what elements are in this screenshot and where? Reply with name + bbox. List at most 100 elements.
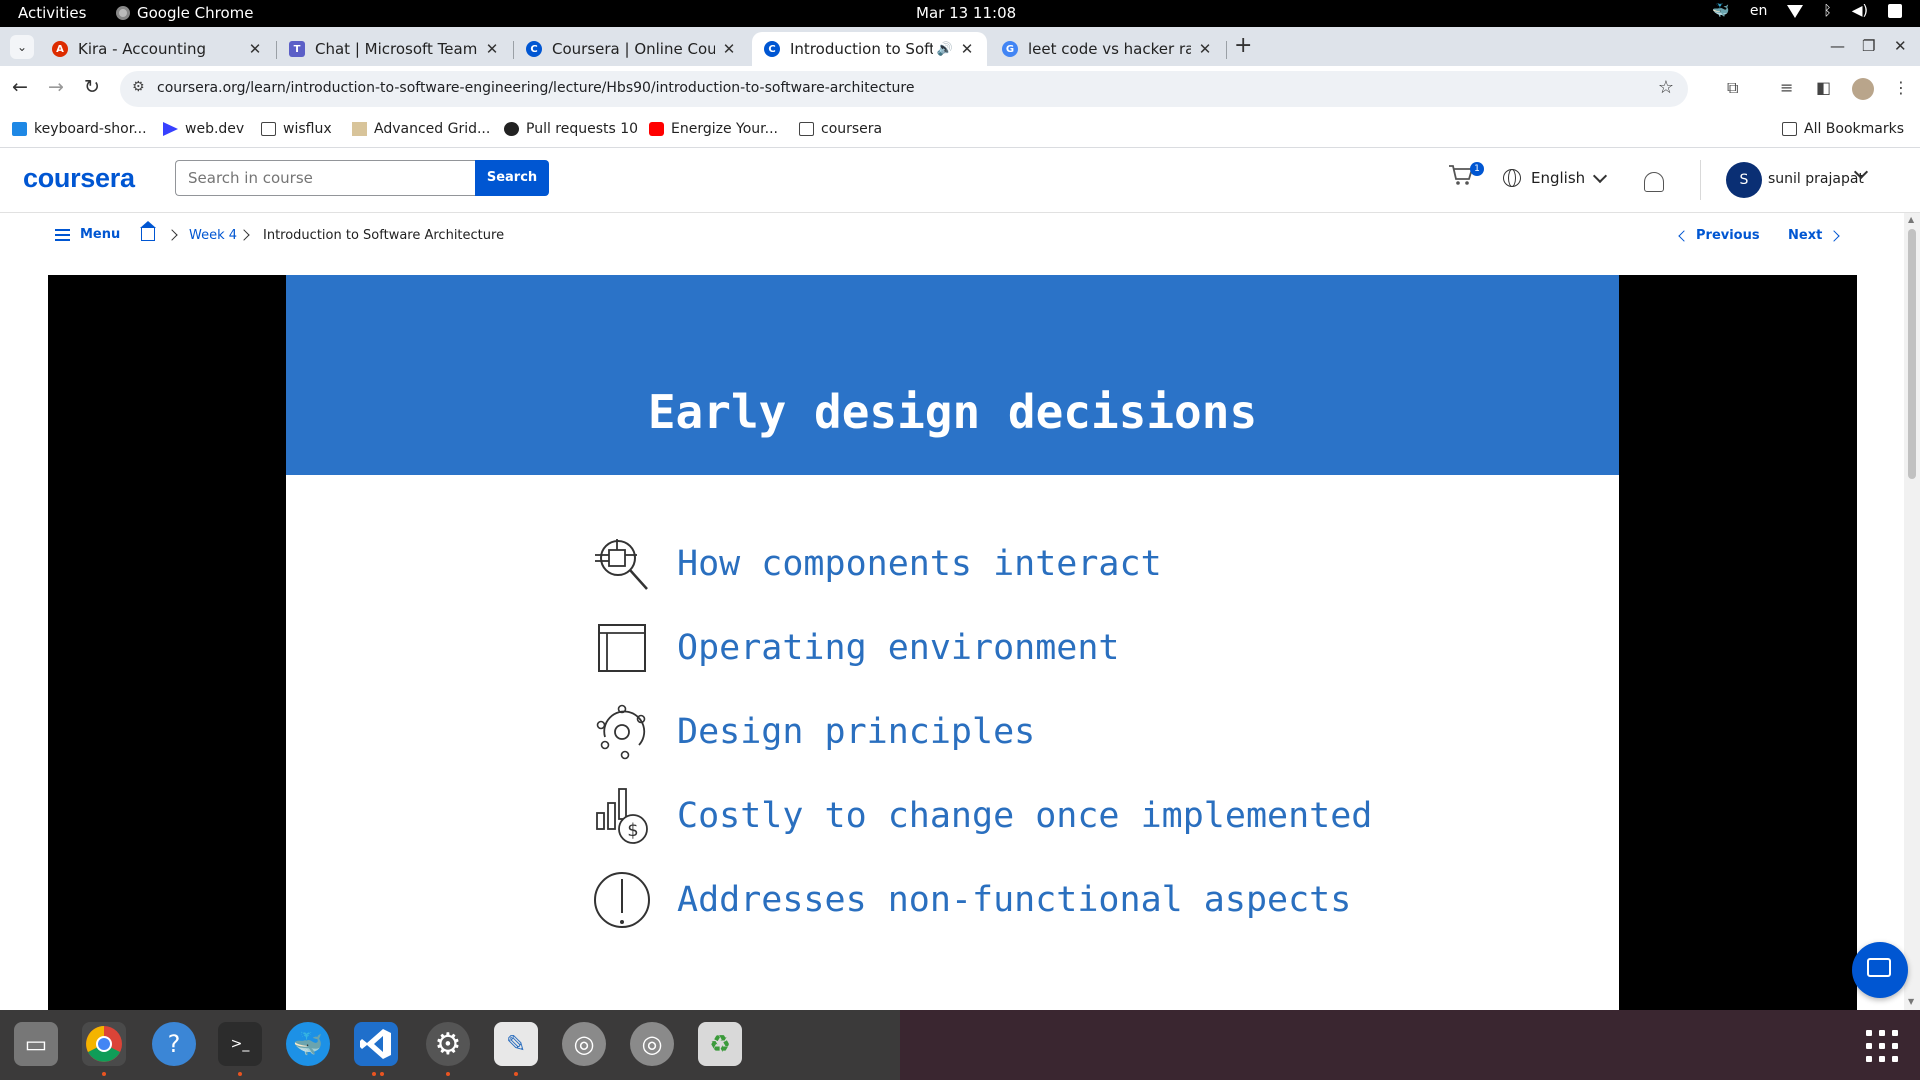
chat-icon xyxy=(1867,958,1891,977)
new-tab-button[interactable]: + xyxy=(1234,33,1253,58)
close-window-button[interactable]: ✕ xyxy=(1894,37,1907,55)
bookmark-star-icon[interactable]: ☆ xyxy=(1657,77,1674,98)
restore-button[interactable]: ❐ xyxy=(1862,37,1876,55)
scroll-up-arrow[interactable]: ▲ xyxy=(1908,215,1915,224)
trash-icon[interactable]: ♻ xyxy=(698,1022,742,1066)
coursera-logo[interactable]: coursera xyxy=(23,163,135,193)
back-button[interactable]: ← xyxy=(12,76,28,98)
url-text[interactable]: coursera.org/learn/introduction-to-softw… xyxy=(157,80,915,96)
tab-leetcode[interactable]: G leet code vs hacker rank ✕ xyxy=(990,32,1225,66)
previous-button[interactable]: Previous xyxy=(1678,228,1760,243)
chrome-menu-icon[interactable]: ⋮ xyxy=(1893,78,1909,97)
folder-icon xyxy=(1782,122,1797,136)
cart-icon[interactable] xyxy=(1448,164,1474,186)
google-icon: G xyxy=(1002,41,1018,57)
home-icon[interactable] xyxy=(140,221,156,241)
clock[interactable]: Mar 13 11:08 xyxy=(916,4,1017,22)
menu-button[interactable]: Menu xyxy=(55,227,120,242)
breadcrumb-week[interactable]: Week 4 xyxy=(189,228,238,243)
components-magnifier-icon xyxy=(595,539,648,590)
video-player[interactable]: Early design decisions How components in… xyxy=(48,275,1857,1010)
app-name: Google Chrome xyxy=(137,4,254,22)
docker-tray-icon[interactable]: 🐳 xyxy=(1712,3,1730,19)
all-bookmarks[interactable]: All Bookmarks xyxy=(1782,121,1904,137)
chat-button[interactable] xyxy=(1852,942,1908,998)
cart-count-badge: 1 xyxy=(1470,162,1484,176)
forward-button[interactable]: → xyxy=(48,76,64,98)
bookmark-item[interactable]: Pull requests 10 xyxy=(504,121,638,137)
extensions-icon[interactable]: ⧉ xyxy=(1727,78,1739,97)
bookmark-item[interactable]: coursera xyxy=(799,121,882,137)
running-indicator xyxy=(514,1072,518,1076)
side-panel-icon[interactable]: ◧ xyxy=(1816,78,1832,97)
battery-icon[interactable] xyxy=(1888,4,1902,18)
chevron-right-icon xyxy=(238,229,250,241)
close-icon[interactable]: ✕ xyxy=(1198,40,1212,58)
avatar[interactable]: S xyxy=(1726,162,1762,198)
bookmark-item[interactable]: Advanced Grid... xyxy=(352,121,490,137)
teams-icon: T xyxy=(289,41,305,57)
activities-button[interactable]: Activities xyxy=(18,4,87,22)
terminal-icon[interactable]: >_ xyxy=(218,1022,262,1066)
tab-kira[interactable]: A Kira - Accounting ✕ xyxy=(40,32,275,66)
svg-text:$: $ xyxy=(627,820,638,841)
bookmark-item[interactable]: keyboard-shor... xyxy=(12,121,147,137)
show-apps-icon[interactable] xyxy=(1866,1030,1898,1062)
text-editor-icon[interactable]: ✎ xyxy=(494,1022,538,1066)
running-indicator xyxy=(372,1072,376,1076)
close-icon[interactable]: ✕ xyxy=(485,40,499,58)
volume-icon[interactable]: ◀) xyxy=(1851,3,1868,19)
disk-icon[interactable]: ◎ xyxy=(630,1022,674,1066)
tab-introduction-active[interactable]: C Introduction to Softw 🔊 ✕ xyxy=(752,32,987,66)
breadcrumb: Menu Week 4 Introduction to Software Arc… xyxy=(0,213,1904,263)
language-selector[interactable]: English xyxy=(1503,168,1608,187)
exclamation-circle-icon xyxy=(594,872,650,928)
keyboard-layout[interactable]: en xyxy=(1749,3,1768,19)
help-icon[interactable]: ? xyxy=(152,1022,196,1066)
search-button[interactable]: Search xyxy=(475,160,549,196)
close-icon[interactable]: ✕ xyxy=(960,40,974,58)
app-menu[interactable]: Google Chrome xyxy=(116,4,254,22)
scroll-thumb[interactable] xyxy=(1908,229,1916,479)
vscode-icon[interactable] xyxy=(354,1022,398,1066)
bookmark-label: wisflux xyxy=(283,121,332,137)
bluetooth-icon[interactable]: ᛒ xyxy=(1823,3,1832,19)
tab-divider xyxy=(1226,41,1227,59)
wifi-icon[interactable] xyxy=(1787,4,1804,18)
bookmark-item[interactable]: web.dev xyxy=(163,121,244,137)
chevron-right-icon xyxy=(166,229,178,241)
site-info-icon[interactable]: ⚙ xyxy=(132,79,145,95)
tab-strip: ⌄ A Kira - Accounting ✕ T Chat | Microso… xyxy=(0,27,1920,66)
close-icon[interactable]: ✕ xyxy=(722,40,736,58)
profile-avatar[interactable] xyxy=(1852,78,1874,100)
scroll-down-arrow[interactable]: ▼ xyxy=(1908,997,1915,1006)
page-scrollbar[interactable]: ▲ ▼ xyxy=(1904,213,1920,1010)
search-input[interactable] xyxy=(175,160,475,196)
media-control-icon[interactable]: ≡ xyxy=(1780,78,1794,97)
speaker-icon[interactable]: 🔊 xyxy=(936,41,953,57)
tab-search-button[interactable]: ⌄ xyxy=(10,35,34,59)
tab-title: Introduction to Softw xyxy=(790,40,933,58)
address-bar[interactable]: ⚙ coursera.org/learn/introduction-to-sof… xyxy=(120,71,1688,107)
tab-teams[interactable]: T Chat | Microsoft Teams c ✕ xyxy=(277,32,512,66)
bell-icon[interactable] xyxy=(1644,172,1664,192)
system-tray[interactable]: 🐳 en ᛒ ◀) xyxy=(1712,3,1902,19)
docker-icon[interactable]: 🐳 xyxy=(286,1022,330,1066)
bookmark-label: All Bookmarks xyxy=(1804,121,1905,137)
files-icon[interactable]: ▭ xyxy=(14,1022,58,1066)
chrome-icon[interactable] xyxy=(82,1022,126,1066)
bookmark-item[interactable]: Energize Your... xyxy=(649,121,778,137)
settings-icon[interactable]: ⚙ xyxy=(426,1022,470,1066)
bookmark-item[interactable]: wisflux xyxy=(261,121,332,137)
tab-coursera[interactable]: C Coursera | Online Course ✕ xyxy=(514,32,749,66)
next-button[interactable]: Next xyxy=(1788,228,1840,243)
language-label: English xyxy=(1531,169,1586,187)
reload-button[interactable]: ↻ xyxy=(84,76,100,98)
close-icon[interactable]: ✕ xyxy=(248,40,262,58)
running-indicator xyxy=(380,1072,384,1076)
bullet-text: Design principles xyxy=(677,712,1036,752)
user-name[interactable]: sunil prajapat xyxy=(1768,171,1864,187)
minimize-button[interactable]: — xyxy=(1830,37,1845,55)
disk-icon[interactable]: ◎ xyxy=(562,1022,606,1066)
slide-bullet: $ Costly to change once implemented xyxy=(591,785,1372,847)
